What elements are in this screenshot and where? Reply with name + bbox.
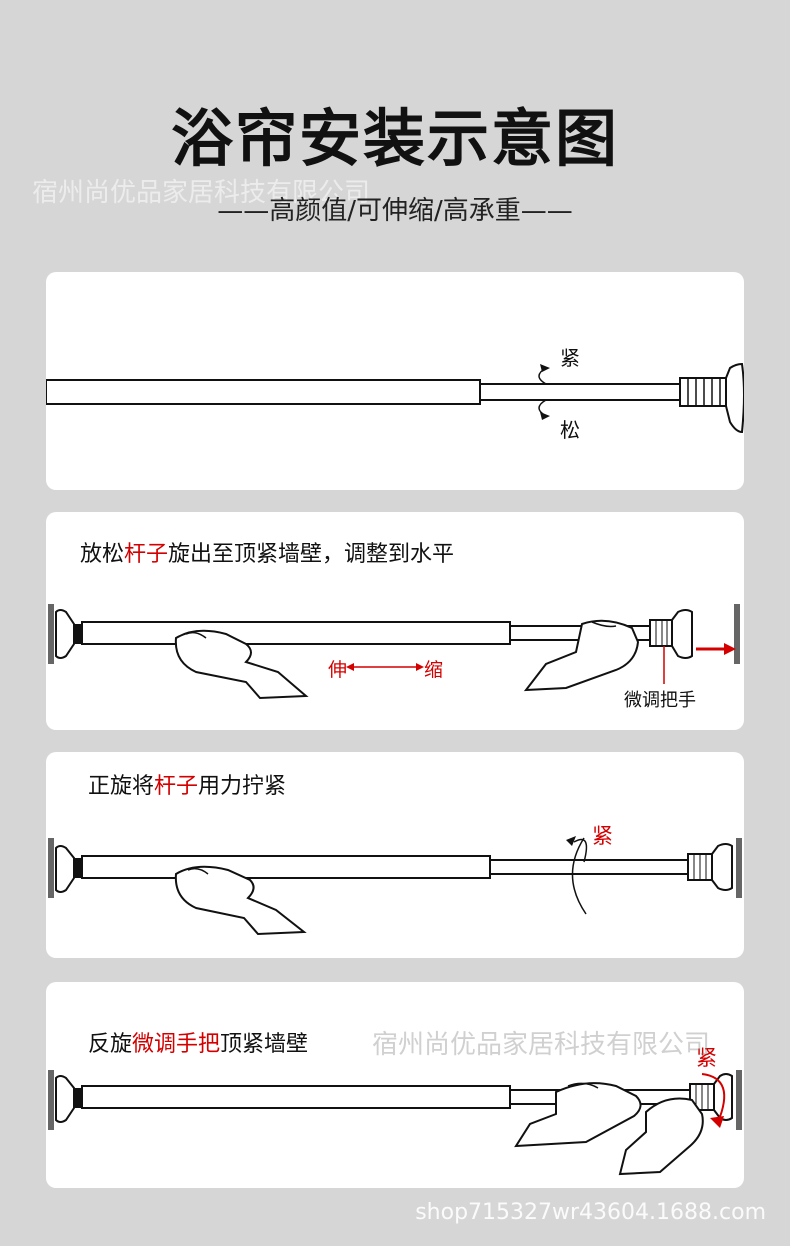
watermark-bottom: shop715327wr43604.1688.com (415, 1200, 766, 1225)
page-title: 浴帘安装示意图 (170, 102, 619, 175)
panel-rod-overview: 紧 松 (46, 272, 744, 490)
rod-install-diagram (48, 604, 740, 700)
wall-left (48, 604, 54, 664)
watermark-top: 宿州尚优品家居科技有限公司 (32, 178, 371, 208)
label-extend: 伸 (328, 659, 348, 681)
label-retract: 缩 (424, 659, 444, 681)
panel-step-tighten: 正旋将杆子用力拧紧 紧 (46, 752, 744, 958)
label-tight: 紧 (592, 824, 613, 848)
step-caption: 放松杆子旋出至顶紧墙壁，调整到水平 (80, 542, 455, 567)
label-adjust-handle: 微调把手 (624, 690, 696, 711)
label-tight: 紧 (696, 1046, 717, 1070)
rod-final-diagram (48, 1070, 742, 1176)
label-loose: 松 (560, 418, 580, 442)
label-tight: 紧 (560, 346, 580, 370)
step-caption: 反旋微调手把顶紧墙壁 (88, 1032, 309, 1057)
rod-tighten-diagram (48, 836, 742, 936)
step-caption: 正旋将杆子用力拧紧 (88, 774, 287, 799)
panel-step-final: 反旋微调手把顶紧墙壁 紧 (46, 982, 744, 1188)
page-subtitle: ——高颜值/可伸缩/高承重—— (217, 196, 573, 226)
rod-diagram (46, 362, 744, 434)
panel-step-extend: 放松杆子旋出至顶紧墙壁，调整到水平 伸 缩 微调把 (46, 512, 744, 730)
adjust-handle (679, 377, 727, 407)
watermark-mid: 宿州尚优品家居科技有限公司 (372, 1030, 711, 1060)
